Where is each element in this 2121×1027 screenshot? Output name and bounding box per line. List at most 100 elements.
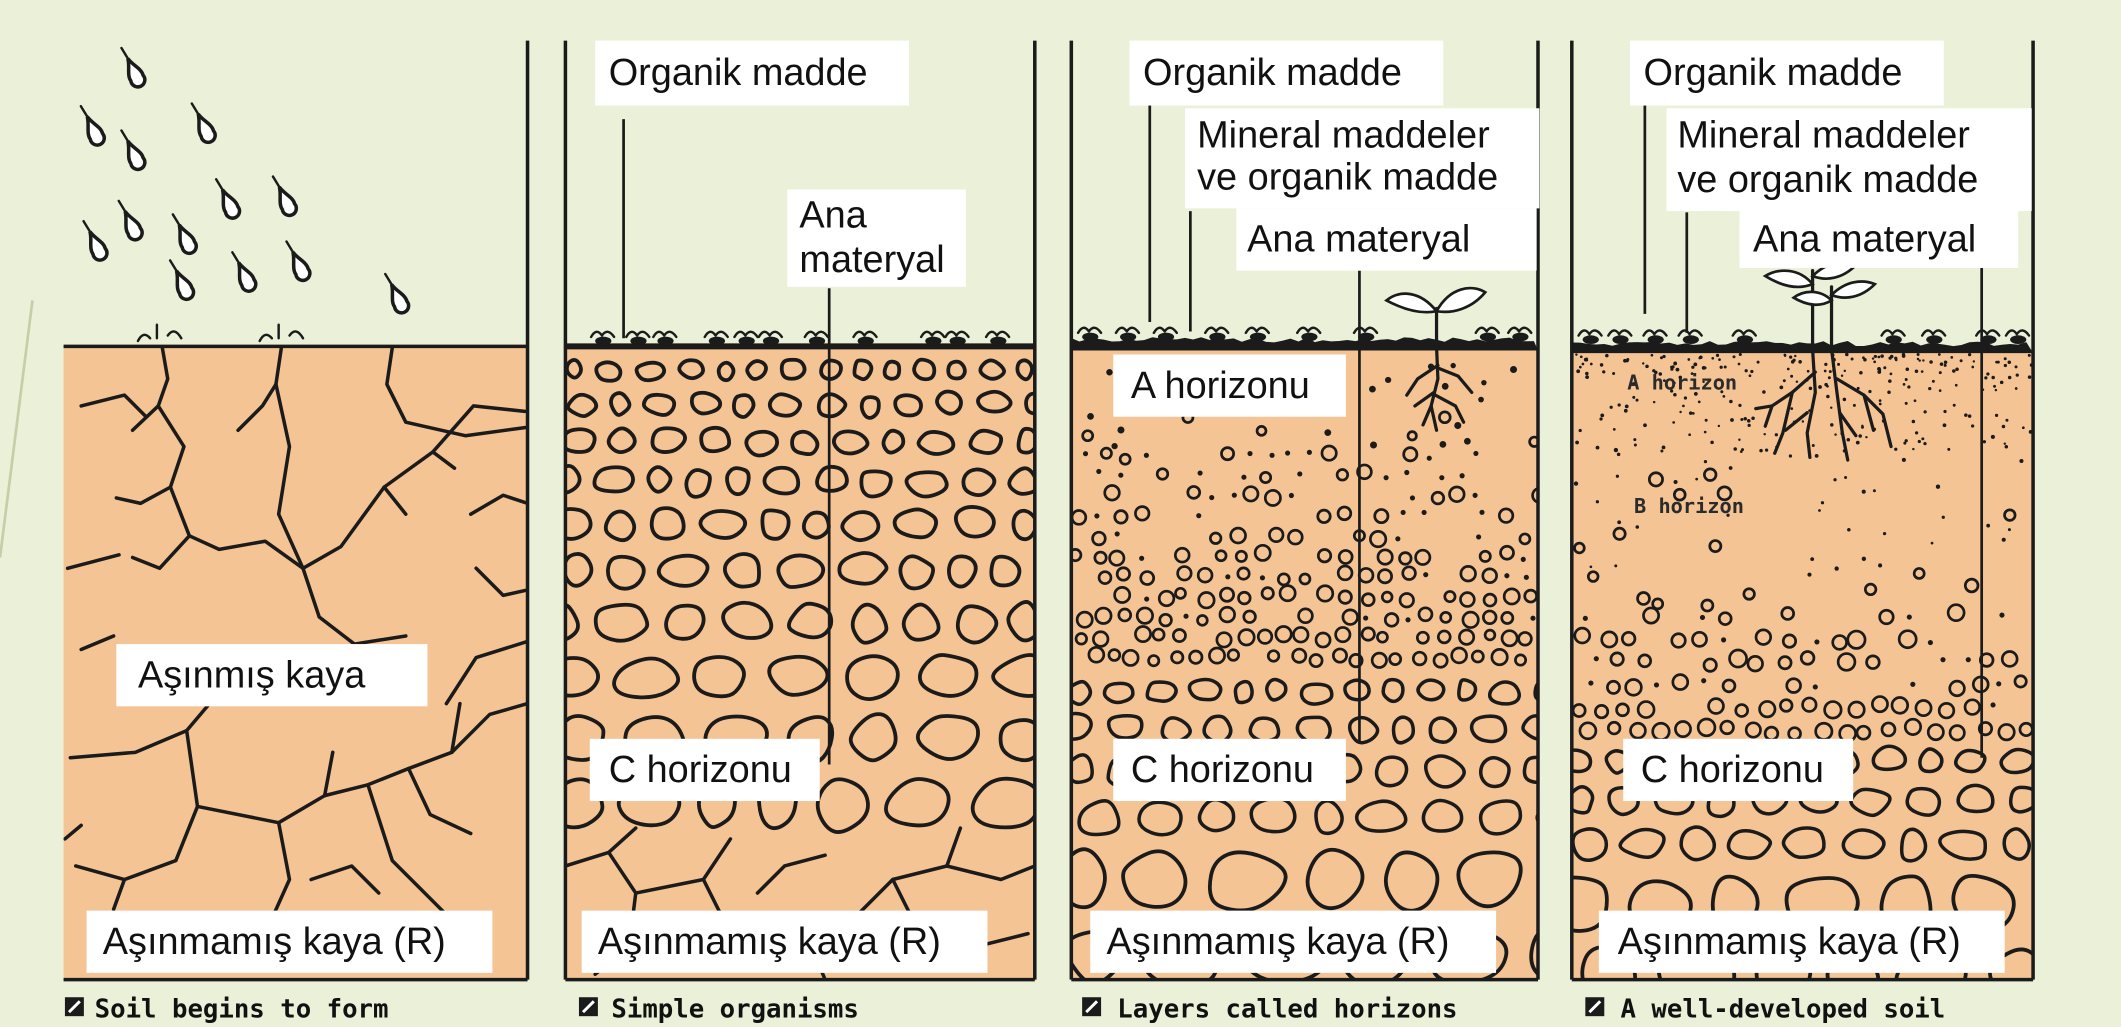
soil-particle xyxy=(1991,435,1995,439)
soil-particle xyxy=(1602,370,1605,373)
soil-particle xyxy=(1921,437,1924,440)
soil-particle xyxy=(1824,363,1827,366)
soil-particle xyxy=(1841,375,1843,377)
label-text-line-2: ve organik madde xyxy=(1677,159,1978,201)
soil-particle xyxy=(1887,391,1891,395)
soil-particle xyxy=(1824,370,1827,373)
organism-sprout xyxy=(1733,330,1756,335)
soil-particle xyxy=(1653,401,1655,403)
soil-particle xyxy=(1370,442,1377,449)
soil-particle xyxy=(1747,419,1751,423)
soil-particle xyxy=(1791,360,1795,364)
soil-particle xyxy=(1698,357,1701,360)
soil-particle xyxy=(1729,400,1733,404)
soil-particle xyxy=(1636,525,1640,529)
raindrop-tail xyxy=(286,241,292,253)
organism-sprout xyxy=(705,332,728,337)
label-text: C horizonu xyxy=(1641,749,1824,791)
soil-particle xyxy=(2008,360,2012,364)
soil-particle xyxy=(2028,354,2031,357)
raindrop xyxy=(281,238,312,283)
soil-particle xyxy=(1762,390,1766,394)
soil-particle xyxy=(1918,440,1921,443)
soil-particle xyxy=(1481,380,1486,385)
organism-sprout xyxy=(1154,328,1177,333)
organism-sprout xyxy=(1297,328,1320,333)
label-text: Ana materyal xyxy=(1247,219,1470,261)
soil-particle xyxy=(1950,356,1953,359)
soil-particle xyxy=(1642,362,1644,364)
soil-particle xyxy=(1705,419,1708,422)
label-bedrock: Aşınmamış kaya (R) xyxy=(1090,911,1496,973)
soil-particle xyxy=(1890,373,1893,376)
soil-particle xyxy=(1815,454,1819,458)
soil-particle xyxy=(1828,376,1831,379)
soil-particle xyxy=(1955,368,1959,372)
soil-particle xyxy=(1821,501,1824,504)
raindrop-tail xyxy=(119,200,125,212)
soil-particle xyxy=(1936,485,1940,489)
soil-particle xyxy=(1651,354,1654,357)
soil-particle xyxy=(1878,356,1881,359)
soil-particle xyxy=(1794,355,1796,357)
soil-particle xyxy=(1922,359,1924,361)
soil-particle xyxy=(1476,534,1481,539)
soil-particle xyxy=(1912,448,1914,450)
soil-particle xyxy=(1809,387,1813,391)
soil-particle xyxy=(1464,438,1471,445)
soil-particle xyxy=(1521,557,1526,562)
raindrop-tail xyxy=(273,176,279,188)
label-c-horizon: C horizonu xyxy=(1113,739,1346,801)
soil-particle xyxy=(1844,476,1847,479)
soil-particle xyxy=(1740,418,1743,421)
soil-particle xyxy=(1575,353,1577,355)
soil-particle xyxy=(1473,493,1478,498)
soil-particle xyxy=(1269,453,1274,458)
soil-particle xyxy=(1971,366,1974,369)
label-text: A horizonu xyxy=(1131,365,1310,407)
soil-particle xyxy=(1209,495,1214,500)
soil-particle xyxy=(1324,429,1331,436)
soil-particle xyxy=(1739,353,1742,356)
soil-particle xyxy=(1612,372,1615,375)
raindrop xyxy=(116,127,147,172)
organism xyxy=(1648,335,1664,344)
label-weathered-rock: Aşınmış kaya xyxy=(116,644,427,706)
caption-text: A well-developed soil xyxy=(1621,995,1946,1025)
soil-particle xyxy=(1672,421,1675,424)
soil-particle xyxy=(1878,563,1882,567)
soil-particle xyxy=(1912,420,1916,424)
organism-sprout xyxy=(921,332,944,337)
soil-particle xyxy=(1940,657,1945,662)
soil-particle xyxy=(1118,473,1123,478)
soil-particle xyxy=(1952,369,1956,373)
raindrop-body xyxy=(192,111,218,145)
soil-particle xyxy=(1861,426,1864,429)
soil-particle xyxy=(1940,362,1944,366)
soil-particle xyxy=(1995,389,1997,391)
soil-particle xyxy=(1478,397,1484,403)
organism xyxy=(739,337,755,346)
soil-particle xyxy=(1862,557,1866,561)
soil-particle xyxy=(1798,360,1802,364)
soil-particle xyxy=(1363,616,1368,621)
soil-particle xyxy=(1915,370,1919,374)
label-parent-material: Ana materyal xyxy=(787,189,966,286)
soil-particle xyxy=(1590,363,1593,366)
soil-particle xyxy=(1117,426,1124,433)
soil-particle xyxy=(2002,538,2006,542)
soil-particle xyxy=(1888,379,1892,383)
soil-particle xyxy=(1847,438,1851,442)
soil-particle xyxy=(1779,385,1783,389)
soil-particle xyxy=(1590,565,1593,568)
organism-sprout xyxy=(591,332,614,337)
soil-particle xyxy=(1775,433,1778,436)
raindrop-tail xyxy=(121,130,127,142)
soil-particle xyxy=(1910,682,1915,687)
soil-particle xyxy=(1883,532,1886,535)
raindrop xyxy=(268,173,299,218)
soil-particle xyxy=(1689,411,1693,415)
soil-particle xyxy=(1879,399,1882,402)
soil-particle xyxy=(1718,425,1720,427)
soil-particle xyxy=(1986,372,1989,375)
